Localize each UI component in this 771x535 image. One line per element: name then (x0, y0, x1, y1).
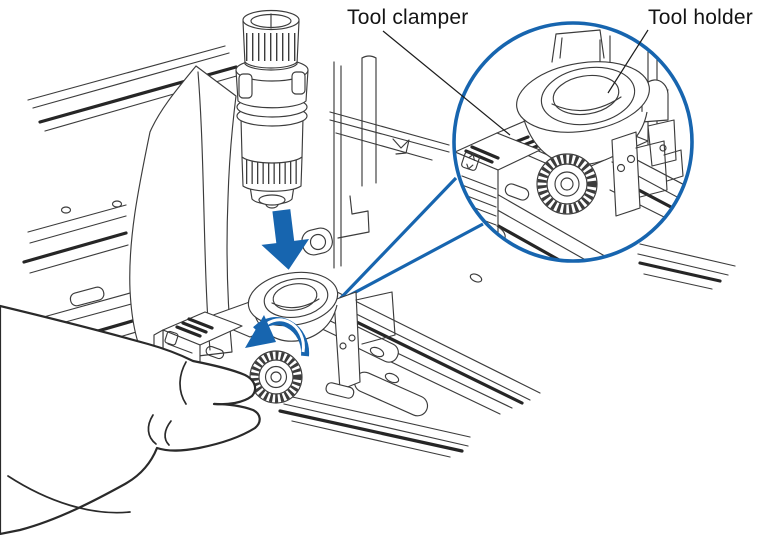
hand-illustration (0, 304, 261, 535)
tool-holder-leader-line (607, 29, 649, 94)
side-panel-lines (22, 200, 129, 274)
enlarged-thumbwheel (536, 153, 598, 215)
blade-holder-tool (235, 9, 309, 209)
rail-fragments-right (637, 243, 736, 290)
tool-clamper-leader-line (382, 30, 511, 136)
thumbwheel (249, 350, 303, 404)
tool-clamper-label: Tool clamper (347, 6, 469, 29)
callout-circle-ring (452, 21, 694, 263)
enlarged-bracket (611, 131, 684, 217)
enlarged-carriage-mount (551, 29, 677, 167)
insert-direction-arrow-icon (261, 209, 310, 270)
tool-holder-label: Tool holder (648, 6, 753, 29)
bracket (325, 291, 396, 399)
rotate-direction-arrow-icon (245, 315, 310, 357)
machine-line-art (22, 45, 736, 458)
tool-holder-assembly (153, 271, 396, 404)
callout-pointer (335, 176, 484, 304)
tool-holder-cup (247, 271, 339, 342)
carriage-mount (301, 55, 450, 269)
